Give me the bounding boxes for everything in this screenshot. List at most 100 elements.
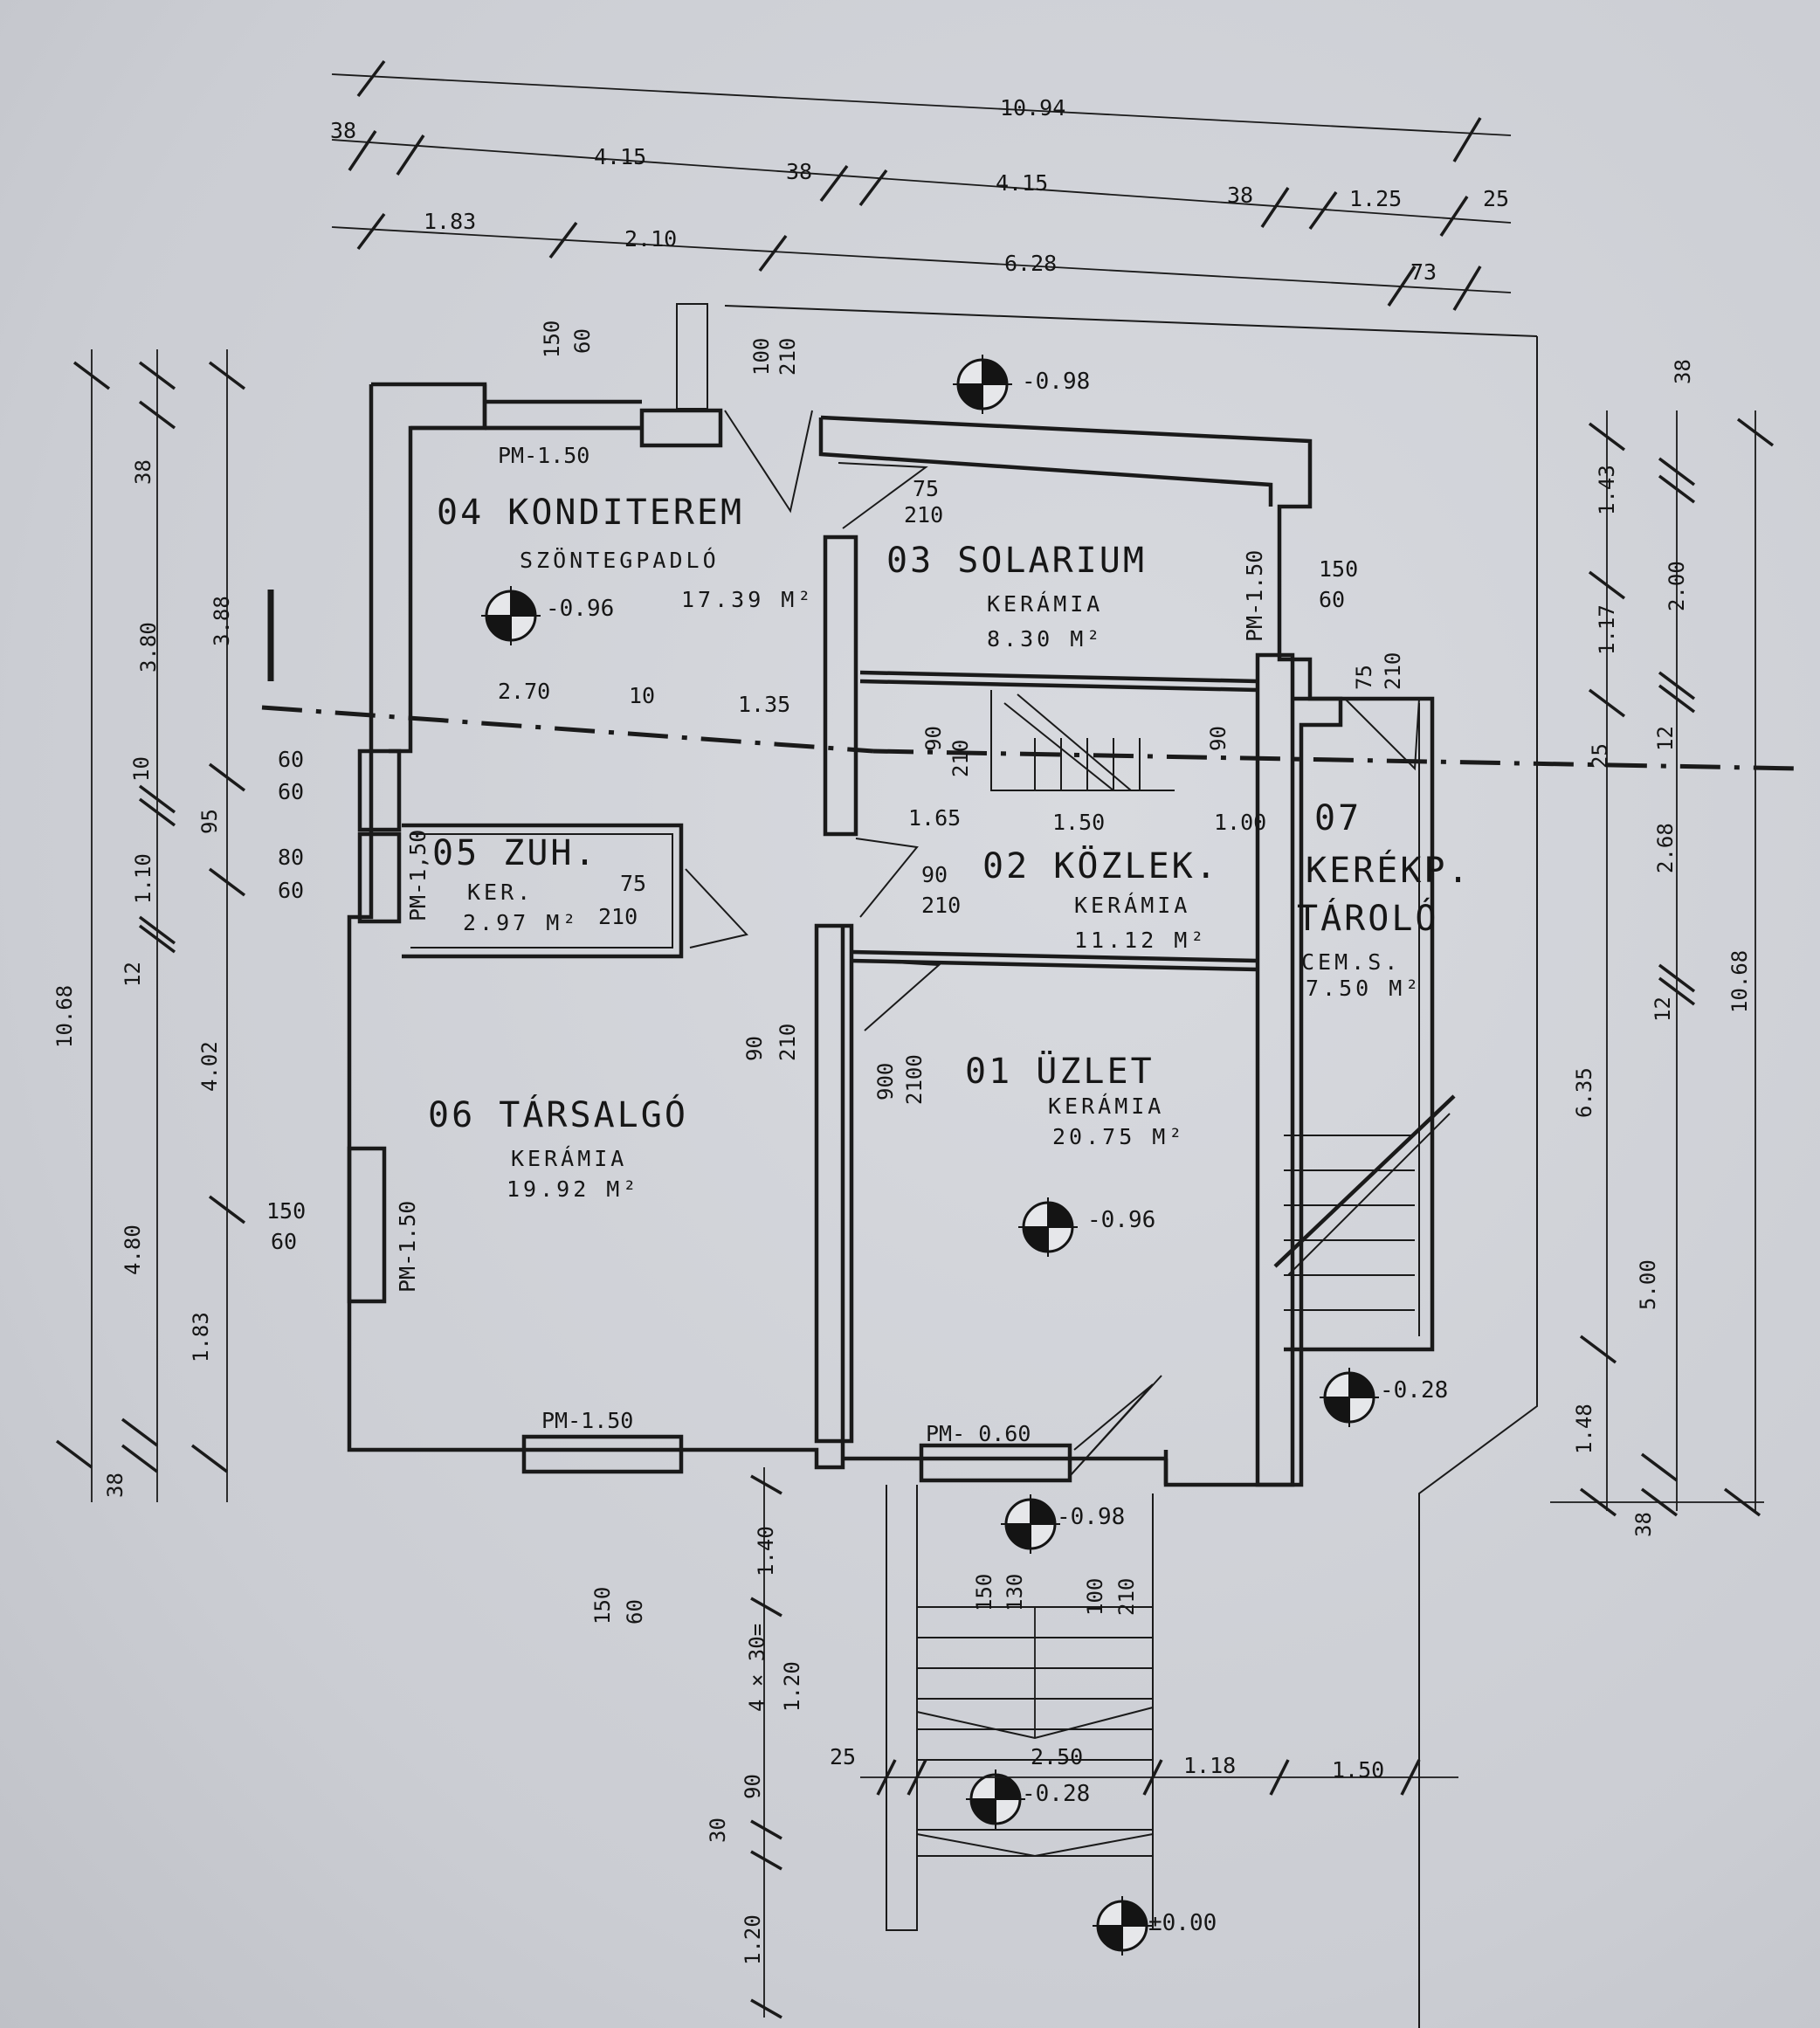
door-swings [685, 410, 1420, 1477]
dim-bottom-b: 4 × 30= [745, 1624, 769, 1712]
opening-4-w: 150 [1319, 556, 1358, 582]
level-marker-konditerem-icon [481, 586, 541, 645]
room-06-area: 19.92 M² [507, 1176, 639, 1202]
opening-13-w: 900 [873, 1063, 898, 1100]
opening-15-w: 150 [590, 1587, 615, 1624]
dim-top-j: 6.28 [1004, 251, 1057, 276]
dim-top-f: 1.25 [1349, 186, 1402, 211]
dim-top-b: 4.15 [594, 144, 646, 169]
room-05-floor: KER. [467, 879, 534, 905]
room-04-floor: SZÖNTEGPADLÓ [520, 547, 720, 573]
dim-bottom-d: 90 [741, 1774, 765, 1799]
opening-17-h: 210 [1114, 1578, 1139, 1616]
dim-bottom-c: 1.20 [780, 1661, 804, 1712]
room-07-area: 7.50 M² [1306, 976, 1422, 1001]
level-entry: -0.98 [1057, 1504, 1125, 1530]
room-05-area: 2.97 M² [463, 910, 579, 935]
level-stair: -0.28 [1022, 1781, 1090, 1807]
opening-8-w: 60 [278, 747, 304, 772]
dim-inner-d: 1.65 [908, 805, 961, 831]
dim-top-i: 2.10 [624, 226, 677, 252]
dim-right-j: 5.00 [1636, 1259, 1660, 1310]
window-tarsalgo-label: PM-1.50 [395, 1201, 420, 1293]
opening-3-w: 75 [913, 476, 939, 501]
dim-top-a: 38 [330, 118, 356, 143]
opening-6-h: 210 [948, 740, 973, 777]
dim-left-c: 3.88 [210, 596, 234, 646]
room-07-number: 07 [1314, 798, 1362, 838]
opening-8-h: 60 [278, 779, 304, 804]
dim-left-b: 3.80 [136, 622, 161, 673]
dim-inner-f: 1.00 [1214, 810, 1266, 835]
level-ground: ±0.00 [1148, 1910, 1217, 1936]
room-07-floor: CEM.S. [1301, 949, 1401, 975]
level-marker-entry-icon [1001, 1494, 1060, 1554]
dim-left-total: 10.68 [52, 985, 77, 1048]
dim-right-b: 1.43 [1595, 465, 1619, 515]
dim-left-d: 10 [129, 756, 154, 782]
dim-bottom-f: 1.20 [741, 1914, 765, 1965]
window-top-label: PM-1.50 [498, 443, 589, 468]
room-01-floor: KERÁMIA [1048, 1093, 1164, 1119]
opening-6-w: 90 [921, 726, 946, 751]
right-dimension-lines [1550, 410, 1775, 1517]
level-marker-top-icon [953, 355, 1012, 414]
opening-5-w: 75 [1352, 665, 1376, 690]
room-05-name: 05 ZUH. [432, 833, 598, 873]
level-storage: -0.28 [1380, 1377, 1448, 1404]
level-top: -0.98 [1022, 369, 1090, 395]
dim-bottom-e: 30 [706, 1818, 730, 1843]
section-axis-line [261, 590, 1800, 771]
top-dimension-lines [331, 59, 1512, 311]
opening-5-h: 210 [1381, 652, 1405, 690]
stair-storage [1273, 1094, 1456, 1311]
window-zuh-label: PM-1,50 [405, 830, 431, 921]
dim-right-d: 1.17 [1595, 604, 1619, 655]
dim-bottom-h: 2.50 [1031, 1744, 1083, 1769]
dim-left-h: 4.02 [197, 1041, 222, 1092]
bottom-dimension-lines [750, 1467, 1458, 2019]
room-03-floor: KERÁMIA [987, 591, 1103, 617]
room-01-name: 01 ÜZLET [965, 1050, 1155, 1092]
opening-13-h: 2100 [902, 1054, 927, 1105]
opening-7-w: 90 [1206, 726, 1231, 751]
dim-left-k: 38 [103, 1473, 128, 1498]
opening-2-h: 210 [776, 338, 800, 376]
dim-left-a: 38 [131, 459, 155, 485]
dim-bottom-j: 1.50 [1332, 1757, 1384, 1783]
room-03-area: 8.30 M² [987, 626, 1103, 652]
dim-right-l: 38 [1631, 1512, 1656, 1537]
room-06-floor: KERÁMIA [511, 1146, 627, 1171]
dim-bottom-a: 1.40 [754, 1526, 778, 1576]
dim-top-h: 1.83 [424, 209, 476, 234]
room-07-name-line2: TÁROLÓ [1297, 897, 1439, 939]
opening-1-h: 60 [570, 328, 595, 354]
opening-12-w: 90 [742, 1036, 767, 1061]
dim-left-j: 1.83 [189, 1312, 213, 1362]
dim-top-e: 38 [1227, 183, 1253, 208]
room-07-name-line1: KERÉKP. [1306, 849, 1472, 891]
opening-1-w: 150 [540, 321, 564, 358]
dim-inner-b: 10 [629, 683, 655, 708]
window-solarium-label: PM-1.50 [1242, 550, 1267, 642]
level-marker-stair-icon [966, 1769, 1025, 1829]
room-02-floor: KERÁMIA [1074, 893, 1190, 918]
dim-top-g: 25 [1483, 186, 1509, 211]
window-bottom-label: PM-1.50 [541, 1408, 633, 1433]
left-dimension-lines [55, 349, 246, 1502]
opening-9-w: 80 [278, 845, 304, 870]
room-02-area: 11.12 M² [1074, 928, 1207, 953]
room-03-name: 03 SOLARIUM [886, 541, 1147, 581]
room-02-name: 02 KÖZLEK. [982, 845, 1219, 886]
opening-14-h: 60 [271, 1229, 297, 1254]
dim-right-k: 1.48 [1572, 1404, 1596, 1454]
stair-interior [990, 690, 1175, 791]
room-04-area: 17.39 M² [681, 587, 814, 612]
level-konditerem: -0.96 [546, 596, 614, 622]
dim-inner-a: 2.70 [498, 679, 550, 704]
opening-10-w: 75 [620, 871, 646, 896]
dim-right-total: 10.68 [1727, 950, 1752, 1013]
dim-left-e: 95 [197, 809, 222, 834]
opening-17-w: 100 [1083, 1578, 1107, 1616]
